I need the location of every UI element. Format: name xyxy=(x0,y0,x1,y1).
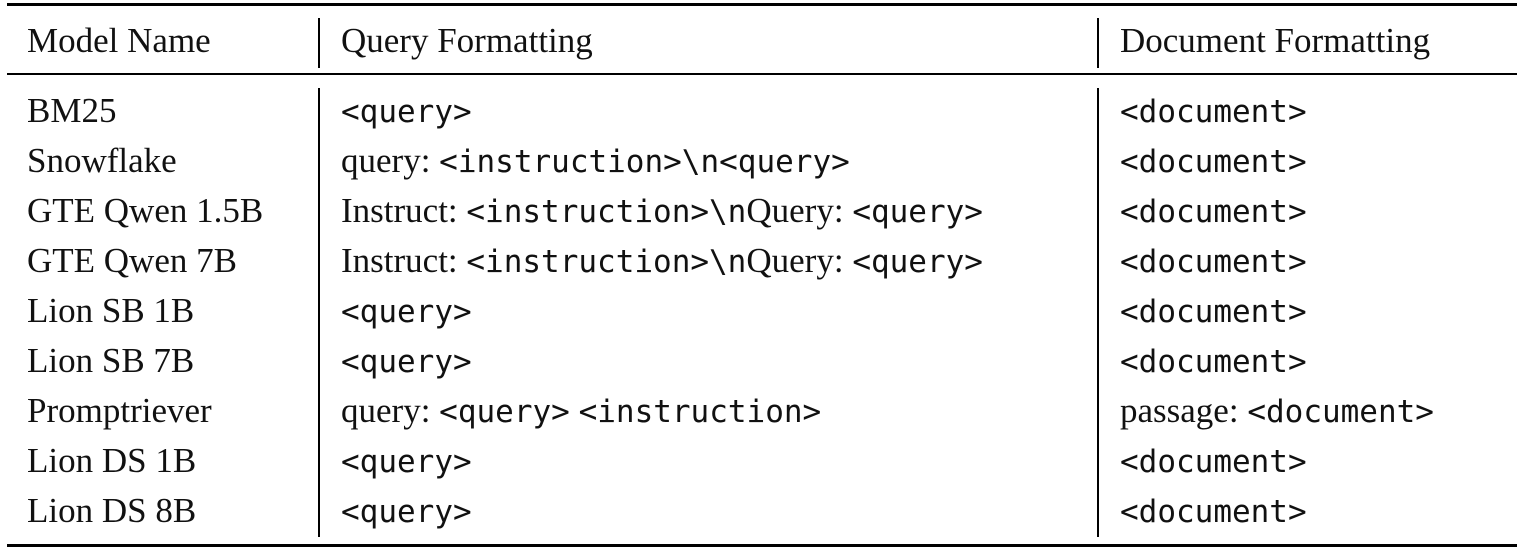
query-format-cell: <query> xyxy=(341,486,472,536)
header-query-formatting: Query Formatting xyxy=(341,21,593,60)
model-name-cell: Lion DS 8B xyxy=(27,491,197,530)
code-segment: <document> xyxy=(1120,194,1307,230)
document-format-cell: <document> xyxy=(1120,336,1307,386)
text-segment: query: xyxy=(341,141,440,180)
query-format-cell: query: <instruction>\n<query> xyxy=(341,136,850,186)
model-name-cell: Lion SB 7B xyxy=(27,341,195,380)
code-segment: <document> xyxy=(1120,294,1307,330)
document-format-cell: <document> xyxy=(1120,86,1307,136)
model-name-cell: GTE Qwen 7B xyxy=(27,241,237,280)
text-segment: Query: xyxy=(746,191,853,230)
code-segment: <document> xyxy=(1120,344,1307,380)
code-segment: <document> xyxy=(1247,394,1434,430)
document-format-cell: <document> xyxy=(1120,186,1307,236)
column-divider xyxy=(318,18,320,68)
query-format-cell: Instruct: <instruction>\nQuery: <query> xyxy=(341,236,983,286)
document-format-cell: <document> xyxy=(1120,286,1307,336)
query-format-cell: <query> xyxy=(341,286,472,336)
code-segment: <instruction>\n xyxy=(466,194,747,230)
code-segment: <document> xyxy=(1120,244,1307,280)
model-name-cell: BM25 xyxy=(27,91,117,130)
query-format-cell: query: <query> <instruction> xyxy=(341,386,821,436)
query-format-cell: <query> xyxy=(341,86,472,136)
header-model-name: Model Name xyxy=(27,21,211,60)
code-segment: <instruction>\n xyxy=(466,244,747,280)
text-segment: Instruct: xyxy=(341,191,467,230)
document-format-cell: <document> xyxy=(1120,436,1307,486)
query-format-cell: <query> xyxy=(341,336,472,386)
text-segment: query: xyxy=(341,391,440,430)
query-format-cell: <query> xyxy=(341,436,472,486)
document-format-cell: <document> xyxy=(1120,136,1307,186)
document-format-cell: <document> xyxy=(1120,486,1307,536)
code-segment: <query> xyxy=(439,394,570,430)
code-segment: <document> xyxy=(1120,144,1307,180)
model-name-cell: Snowflake xyxy=(27,141,177,180)
code-segment: <document> xyxy=(1120,444,1307,480)
code-segment: <query> xyxy=(341,344,472,380)
code-segment: <query> xyxy=(852,244,983,280)
column-divider xyxy=(318,88,320,537)
document-format-cell: <document> xyxy=(1120,236,1307,286)
model-name-cell: GTE Qwen 1.5B xyxy=(27,191,264,230)
code-segment: <document> xyxy=(1120,494,1307,530)
text-segment: Instruct: xyxy=(341,241,467,280)
query-format-cell: Instruct: <instruction>\nQuery: <query> xyxy=(341,186,983,236)
code-segment: <query> xyxy=(341,94,472,130)
table-header-rule xyxy=(7,73,1517,75)
document-format-cell: passage: <document> xyxy=(1120,386,1434,436)
column-divider xyxy=(1097,18,1099,68)
column-divider xyxy=(1097,88,1099,537)
code-segment: <instruction>\n<query> xyxy=(439,144,850,180)
text-segment: passage: xyxy=(1120,391,1248,430)
table-top-rule xyxy=(7,3,1517,6)
model-name-cell: Lion SB 1B xyxy=(27,291,195,330)
table-bottom-rule xyxy=(7,544,1517,547)
code-segment: <query> xyxy=(341,494,472,530)
header-document-formatting: Document Formatting xyxy=(1120,21,1431,60)
model-name-cell: Promptriever xyxy=(27,391,212,430)
code-segment: <query> xyxy=(341,294,472,330)
text-segment xyxy=(570,391,579,430)
model-name-cell: Lion DS 1B xyxy=(27,441,197,480)
text-segment: Query: xyxy=(746,241,853,280)
code-segment: <query> xyxy=(341,444,472,480)
code-segment: <instruction> xyxy=(578,394,822,430)
code-segment: <document> xyxy=(1120,94,1307,130)
code-segment: <query> xyxy=(852,194,983,230)
